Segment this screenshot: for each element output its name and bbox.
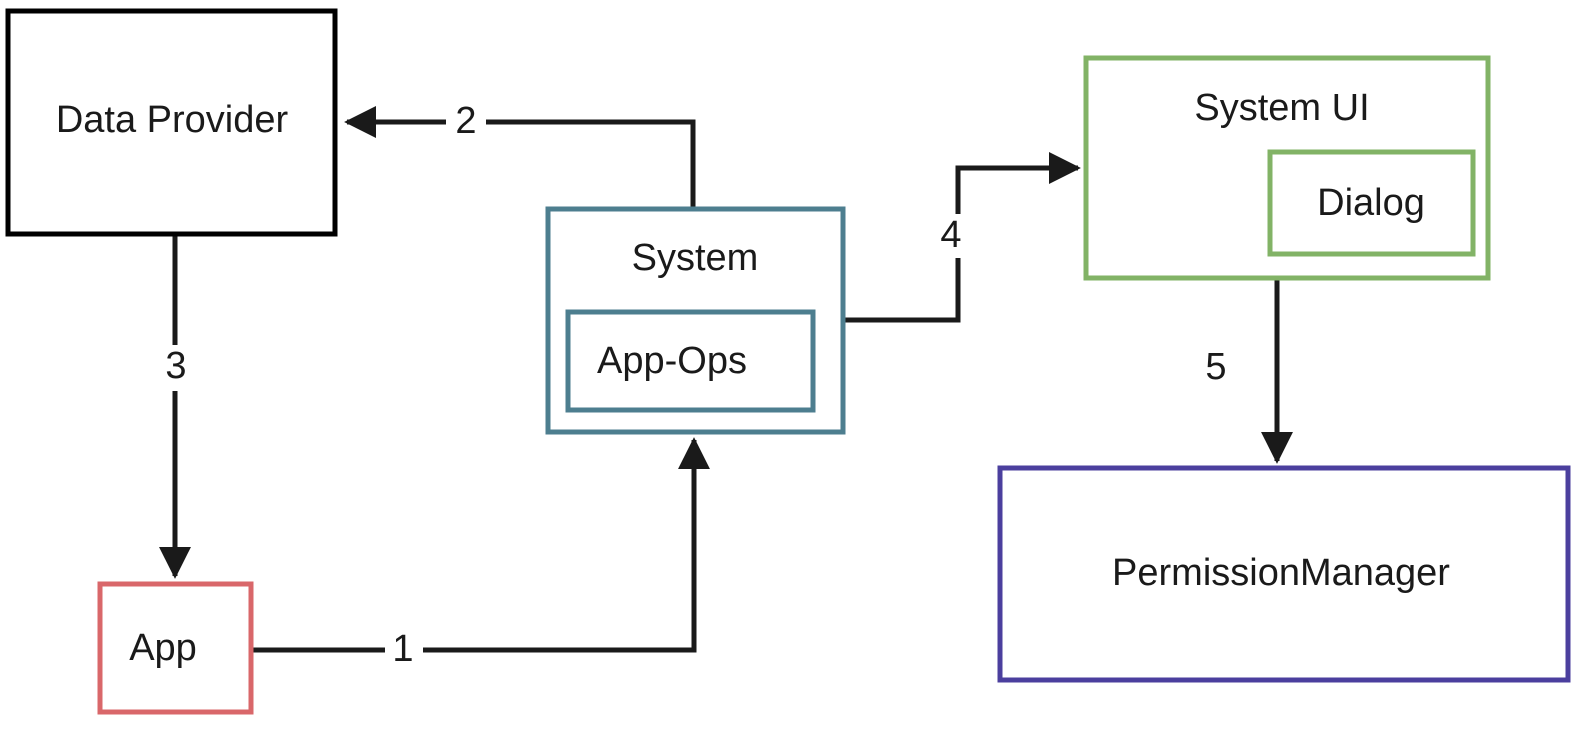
edge-1-line [251,437,711,653]
nodes-layer: Data Provider System App-Ops System UI D… [5,8,1571,715]
app-label: App [129,627,197,669]
permission-manager-box [997,465,1571,683]
edge-5-system-ui-to-permission-manager[interactable]: 5 [1205,278,1294,464]
permission-manager-label: PermissionManager [1112,552,1450,594]
edge-4-system-to-system-ui[interactable]: 4 [843,151,1081,323]
edge-1-app-to-system[interactable]: 1 [251,437,711,672]
edge-4-label: 4 [940,214,961,256]
edge-2-label: 2 [455,100,476,142]
node-data-provider[interactable]: Data Provider [5,8,338,237]
edge-4-label-backdrop [932,214,974,258]
edge-2-line [344,105,696,209]
edge-5-label: 5 [1205,346,1226,388]
app-ops-label: App-Ops [597,340,747,382]
edges-layer: 1 2 3 4 5 [156,100,1294,672]
edge-2-label-backdrop [446,100,486,144]
edge-2-system-to-data-provider[interactable]: 2 [344,100,696,209]
data-provider-label: Data Provider [56,99,289,141]
edge-3-label: 3 [165,345,186,387]
node-permission-manager[interactable]: PermissionManager [997,465,1571,683]
node-app-ops[interactable]: App-Ops [565,309,816,413]
edge-3-data-provider-to-app[interactable]: 3 [156,234,196,579]
edge-1-label-backdrop [385,628,423,672]
app-ops-box [565,309,816,413]
node-dialog[interactable]: Dialog [1267,149,1476,257]
dialog-box [1267,149,1476,257]
edge-3-label-backdrop [156,345,196,391]
dialog-label: Dialog [1317,182,1425,224]
system-label: System [632,237,759,279]
node-app[interactable]: App [97,581,254,715]
data-provider-box [5,8,338,237]
system-ui-label: System UI [1194,87,1369,129]
edge-1-label: 1 [392,628,413,670]
app-box [97,581,254,715]
